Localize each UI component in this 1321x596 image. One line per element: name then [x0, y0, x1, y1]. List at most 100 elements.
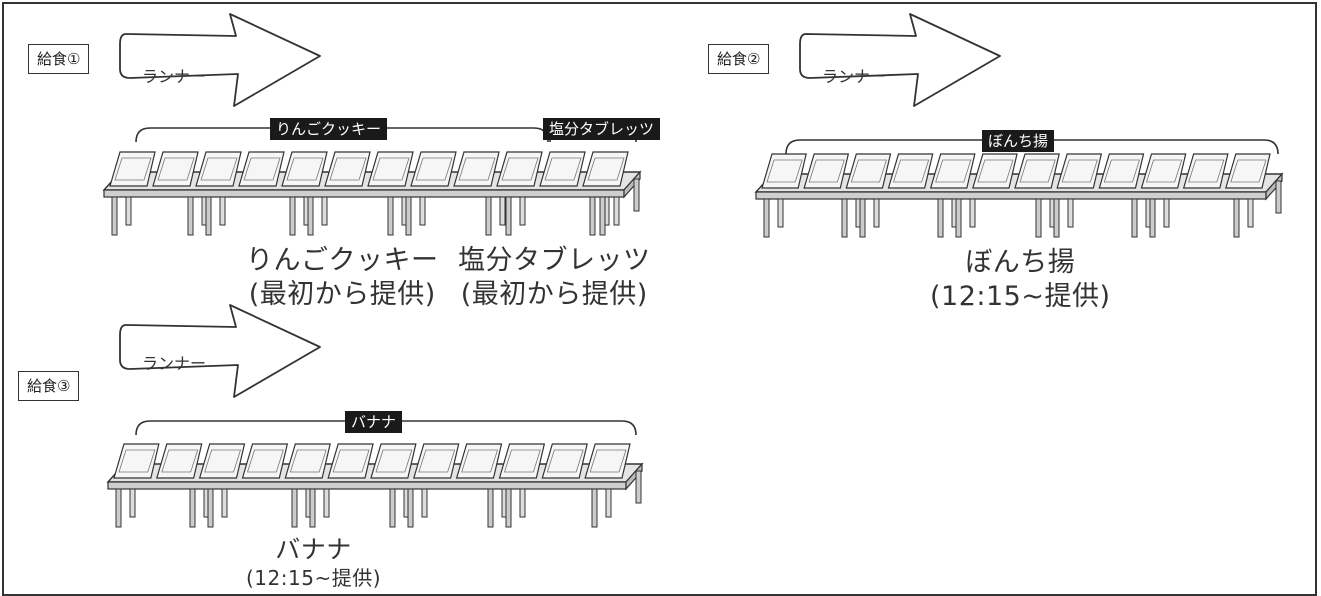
caption-food-name: 塩分タブレッツ: [458, 245, 651, 276]
caption-food-name: りんごクッキー: [246, 245, 439, 276]
food-tray: [761, 153, 807, 189]
food-tray: [887, 153, 934, 189]
station-2-runner-label: ランナー: [822, 67, 887, 86]
caption-food-name: ぼんち揚: [965, 247, 1076, 278]
food-tray: [929, 153, 976, 189]
station-2-label: 給食②: [708, 44, 770, 74]
station-3-runner-label: ランナー: [142, 354, 207, 373]
station-3-caption-banana: バナナ (12:15~提供): [246, 536, 381, 592]
runner-arrow: [119, 304, 321, 398]
caption-food-name: バナナ: [275, 535, 352, 564]
table-leg: [1149, 198, 1156, 238]
table-leg: [635, 470, 642, 504]
food-tray: [455, 443, 503, 479]
table-leg: [115, 488, 122, 528]
table-leg: [499, 196, 506, 226]
table-leg: [969, 198, 976, 228]
caption-timing: (最初から提供): [248, 279, 436, 310]
table-leg: [219, 196, 226, 226]
table-leg: [589, 196, 596, 236]
table-leg: [1053, 198, 1060, 238]
table-leg: [419, 196, 426, 226]
table-leg: [633, 178, 640, 212]
food-tray: [541, 443, 588, 479]
runner-arrow: [799, 13, 1001, 107]
table-leg: [221, 488, 228, 518]
table-leg: [309, 488, 316, 528]
station-1-label: 給食①: [28, 44, 90, 74]
station-2-tag-bonchi-age: ぼんち揚: [982, 130, 1055, 152]
food-tray: [241, 443, 289, 479]
food-tray: [410, 151, 457, 187]
table-leg: [207, 488, 214, 528]
table-leg: [291, 488, 298, 528]
food-tray: [453, 151, 500, 187]
station-3-label: 給食③: [18, 371, 80, 401]
food-tray: [1014, 153, 1060, 189]
table-leg: [1163, 198, 1170, 228]
table-leg: [487, 488, 494, 528]
station-2-caption-bonchi-age: ぼんち揚 (12:15~提供): [930, 246, 1111, 314]
table-leg: [1035, 198, 1042, 238]
food-tray: [582, 151, 629, 187]
table-leg: [763, 198, 770, 238]
table-leg: [289, 196, 296, 236]
food-tray: [327, 443, 374, 479]
table-leg: [205, 196, 212, 236]
table-leg: [129, 488, 136, 518]
table-leg: [111, 196, 118, 236]
station-1-tag-salt-tablets: 塩分タブレッツ: [543, 118, 661, 140]
table-leg: [605, 488, 612, 518]
food-tray: [539, 151, 586, 187]
food-tray: [109, 151, 156, 187]
table-leg: [321, 196, 328, 226]
table-leg: [955, 198, 962, 238]
food-tray: [370, 443, 417, 479]
table-leg: [1275, 180, 1282, 214]
table-leg: [519, 488, 526, 518]
food-tray: [1140, 153, 1187, 189]
table-leg: [1131, 198, 1138, 238]
table-leg: [599, 196, 606, 236]
food-tray: [496, 151, 543, 187]
table-leg: [1247, 198, 1254, 228]
food-tray: [238, 151, 285, 187]
food-tray: [972, 153, 1018, 189]
food-tray: [156, 443, 203, 479]
table-leg: [519, 196, 526, 226]
table-leg: [937, 198, 944, 238]
table-leg: [387, 196, 394, 236]
food-tray: [1098, 153, 1145, 189]
table-leg: [1233, 198, 1240, 238]
food-tray: [195, 151, 242, 187]
food-tray: [284, 443, 331, 479]
food-tray: [367, 151, 414, 187]
caption-timing: (12:15~提供): [246, 566, 381, 590]
food-tray: [584, 443, 631, 479]
table-leg: [505, 488, 512, 528]
food-tray: [413, 443, 460, 479]
table-leg: [189, 488, 196, 528]
caption-timing: (12:15~提供): [930, 281, 1111, 312]
food-tray: [803, 153, 850, 189]
table-leg: [505, 196, 512, 236]
food-tray: [198, 443, 246, 479]
food-tray: [498, 443, 546, 479]
table-leg: [873, 198, 880, 228]
table-leg: [421, 488, 428, 518]
table-leg: [777, 198, 784, 228]
station-1-caption-salt-tablets: 塩分タブレッツ (最初から提供): [458, 244, 651, 312]
table-leg: [407, 488, 414, 528]
table-leg: [613, 196, 620, 226]
food-tray: [113, 443, 160, 479]
table-leg: [307, 196, 314, 236]
table-leg: [591, 488, 598, 528]
runner-arrow: [119, 13, 321, 107]
table-leg: [125, 196, 132, 226]
food-tray: [1182, 153, 1229, 189]
table-leg: [323, 488, 330, 518]
food-tray: [1225, 153, 1271, 189]
serving-table-row: [102, 151, 642, 236]
table-leg: [859, 198, 866, 238]
